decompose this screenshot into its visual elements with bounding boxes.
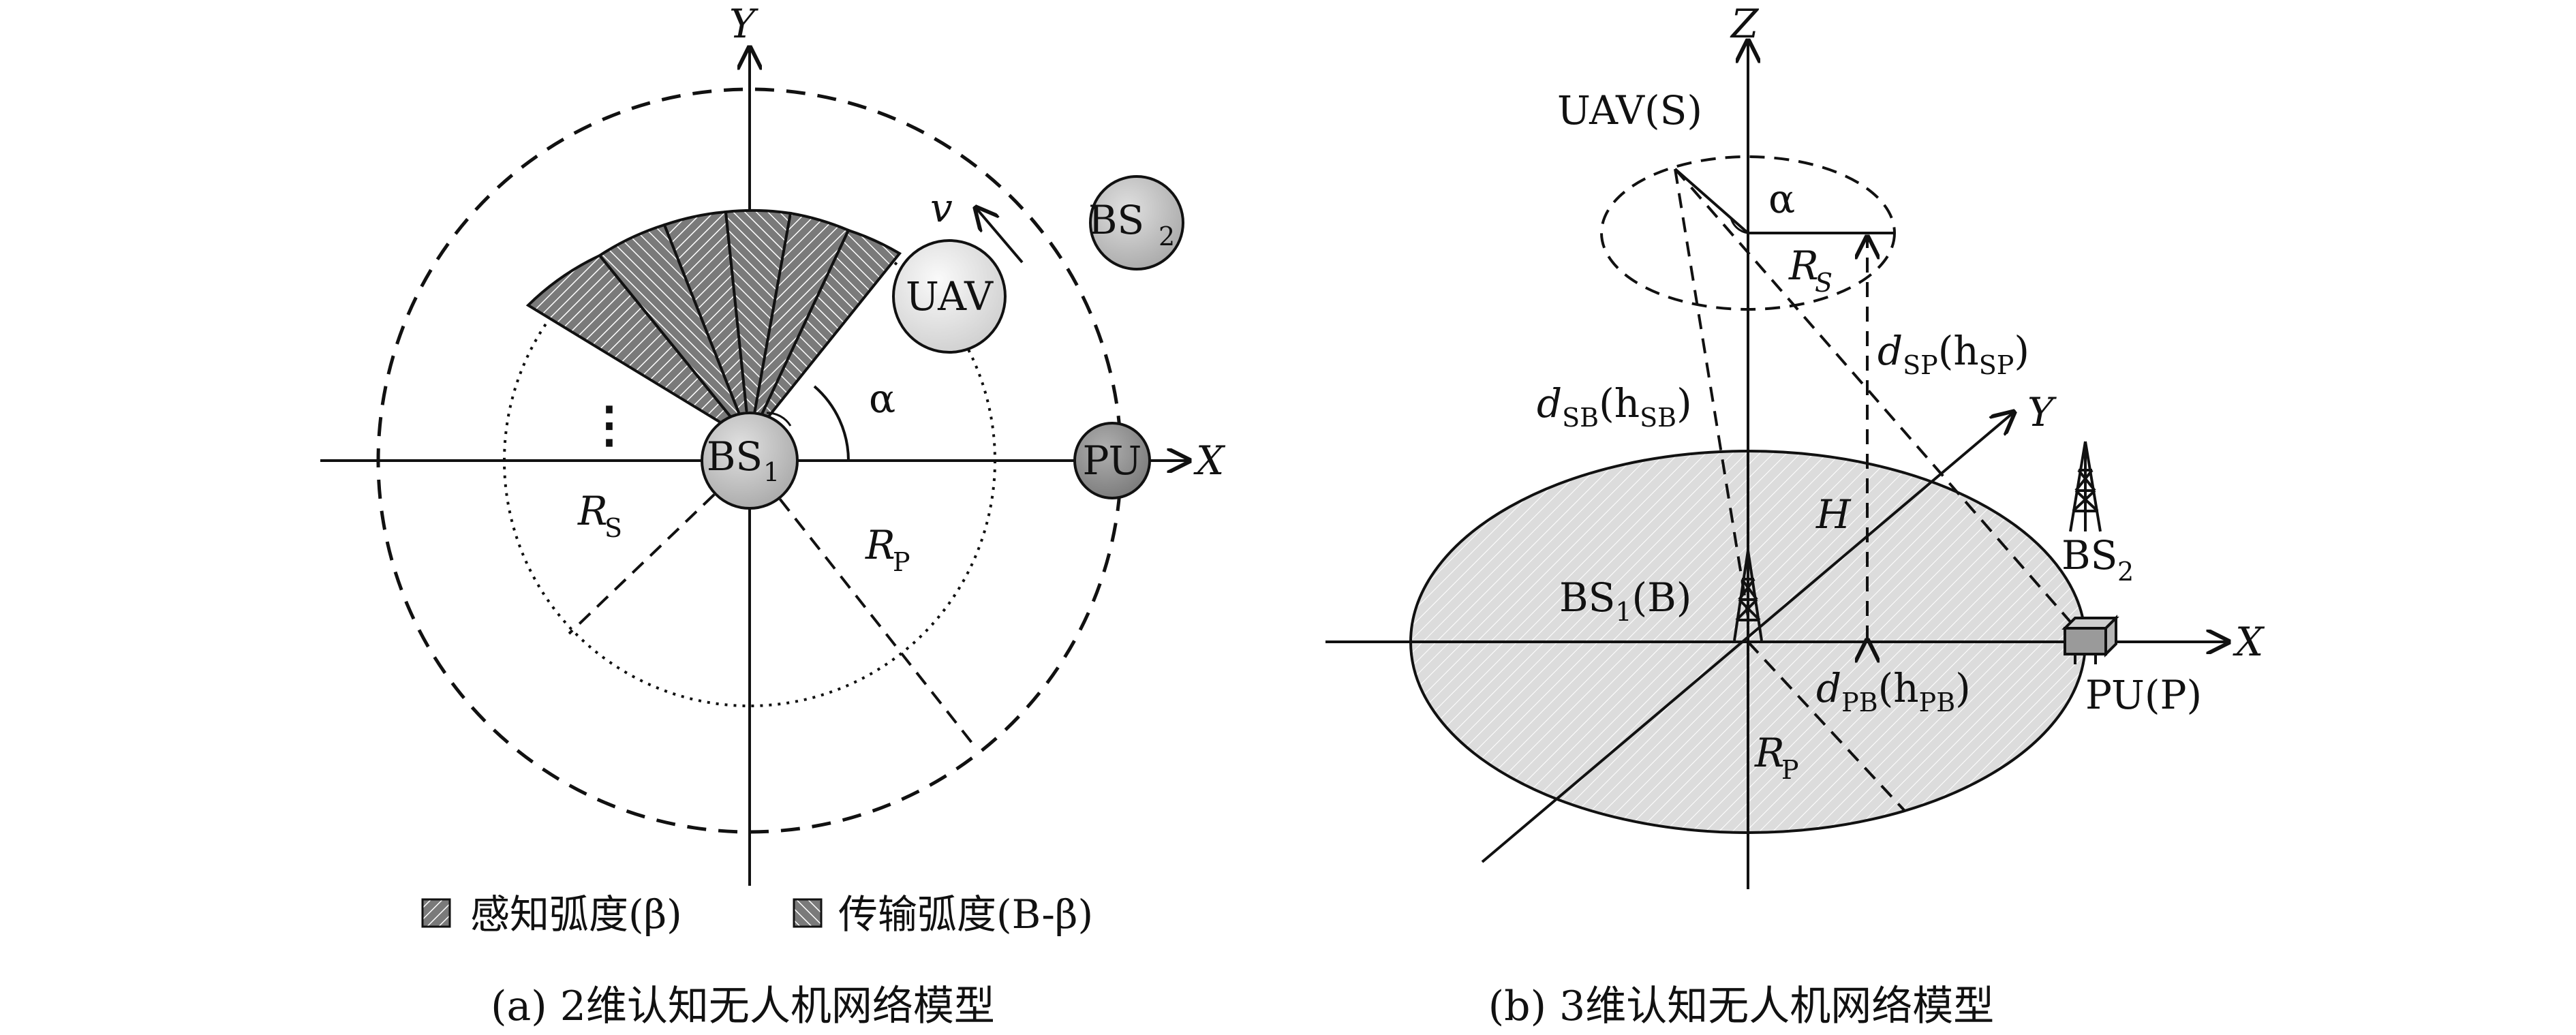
height-label: H: [1815, 491, 1852, 538]
rs-subscript: S: [604, 513, 622, 543]
rs-label: R: [577, 488, 608, 534]
rs-radius-line: [568, 459, 751, 635]
ellipsis-dots: ⋮: [585, 395, 634, 453]
dpb-link: [1747, 640, 1906, 812]
y-axis-label-3d: Y: [2027, 389, 2057, 435]
rp-label: R: [865, 522, 895, 568]
rp-subscript-3d: P: [1781, 755, 1799, 785]
uav-to-center-line: [1674, 168, 1749, 234]
panel-3d-model: Z Y X UAV(S) α R S dSP(hSP) dSB(hSB) H B…: [1325, 1, 2265, 1030]
bs1-subscript: 1: [763, 457, 780, 487]
bs2-label-3d: BS: [2061, 532, 2117, 578]
dsb-link: [1674, 168, 1749, 617]
legend: 感知弧度(β) 传输弧度(B-β): [421, 891, 1093, 938]
small-angle-mark: [766, 412, 792, 427]
sector-fan: [525, 209, 902, 442]
legend-sensing-label: 感知弧度(β): [470, 891, 682, 938]
x-axis-label: X: [1193, 437, 1226, 484]
uav-label: UAV: [906, 273, 994, 320]
bs1-node: [701, 412, 799, 510]
rp-subscript: P: [893, 547, 910, 577]
z-axis-label: Z: [1730, 1, 1760, 47]
legend-swatch-sensing: [421, 898, 451, 928]
rp-radius-line: [748, 459, 976, 747]
caption-b: (b) 3维认知无人机网络模型: [1488, 983, 1994, 1030]
bs2-tower-icon: [2069, 441, 2102, 532]
alpha-angle-arc: [813, 385, 850, 461]
panel-2d-model: ⋮ UAV v BS 2 BS 1 PU α X Y R S R P 感知弧度(…: [320, 1, 1226, 1030]
pu-device-icon: [2061, 615, 2119, 664]
bs2-node: [1089, 175, 1184, 271]
dsb-label: dSB(hSB): [1537, 380, 1692, 433]
rp-label-3d: R: [1754, 730, 1785, 776]
x-axis-label-3d: X: [2233, 619, 2265, 665]
bs1-tower-icon: [1733, 550, 1763, 641]
bs2-subscript-3d: 2: [2117, 557, 2134, 587]
uav-s-label: UAV(S): [1557, 87, 1702, 134]
rs-subscript-3d: S: [1815, 268, 1833, 298]
alpha-label-3d: α: [1768, 176, 1795, 222]
velocity-label: v: [930, 185, 953, 231]
alpha-label: α: [869, 375, 895, 422]
sector-wedge: [748, 228, 902, 442]
legend-transmission-label: 传输弧度(B-β): [838, 891, 1093, 938]
bs1-label: BS: [707, 433, 763, 480]
dsp-label: dSP(hSP): [1877, 328, 2029, 380]
uav-node: [892, 239, 1007, 354]
pu-node: [1073, 422, 1151, 499]
bs2-label: BS: [1088, 197, 1144, 243]
rs-label-3d: R: [1788, 243, 1819, 289]
legend-swatch-transmission: [793, 898, 823, 928]
y-axis-label: Y: [729, 1, 758, 47]
alpha-angle-arc-3d: [1730, 217, 1749, 234]
caption-a: (a) 2维认知无人机网络模型: [491, 983, 995, 1030]
dpb-label: dPB(hPB): [1816, 665, 1971, 717]
bs2-subscript: 2: [1159, 221, 1175, 251]
bs1-label-3d: BS1(B): [1559, 574, 1691, 627]
pu-label: PU: [1083, 437, 1142, 484]
velocity-arrow: [976, 208, 1024, 264]
pu-p-label: PU(P): [2085, 672, 2202, 718]
